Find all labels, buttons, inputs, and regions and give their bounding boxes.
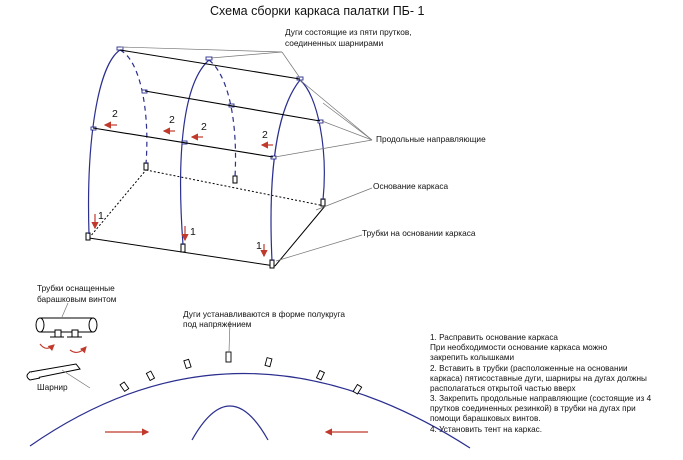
semicircle-arc bbox=[29, 372, 471, 449]
marker-1-first: 1 bbox=[98, 210, 104, 222]
step-line: каркаса) пятисоставные дуги, шарниры на … bbox=[430, 373, 647, 383]
base-label: Основание каркаса bbox=[373, 181, 449, 191]
step-line: 1. Расправить основание каркаса bbox=[430, 333, 558, 342]
marker-1-second: 1 bbox=[190, 226, 196, 238]
semicircle-label-line1: Дуги устанавливаются в форме полукруга bbox=[183, 309, 346, 319]
step-line: помощи барашковых винтов. bbox=[430, 414, 541, 424]
step-line: прутков соединенных резинкой) в трубки н… bbox=[430, 404, 636, 414]
step-line: располагаться открытой частью вверх bbox=[430, 383, 576, 393]
marker-2-third: 2 bbox=[201, 121, 207, 133]
base-tubes bbox=[85, 162, 326, 269]
marker-2-second: 2 bbox=[169, 114, 175, 126]
pointer-lines bbox=[120, 46, 373, 262]
semicircle-label-line2: под напряжением bbox=[183, 319, 252, 329]
rails bbox=[92, 49, 321, 158]
base-frame bbox=[88, 169, 326, 267]
marker-2-fourth: 2 bbox=[262, 129, 268, 141]
marker-1-third: 1 bbox=[256, 240, 262, 252]
assembly-steps: 1. Расправить основание каркаса При необ… bbox=[430, 333, 680, 435]
tube-with-wing-screw bbox=[35, 317, 98, 338]
semicircle-hinges bbox=[119, 351, 363, 395]
marker-2-first: 2 bbox=[112, 108, 118, 120]
base-tubes-label: Трубки на основании каркаса bbox=[362, 228, 476, 238]
hinge-drawing bbox=[26, 363, 81, 381]
arcs bbox=[87, 49, 325, 262]
arcs-label-line2: соединенных шарнирами bbox=[285, 38, 384, 48]
pointer-lines-lower bbox=[61, 302, 231, 389]
rails-label: Продольные направляющие bbox=[376, 134, 486, 144]
arcs-label-line1: Дуги состоящие из пяти прутков, bbox=[285, 27, 412, 37]
rotation-arrows bbox=[39, 343, 87, 354]
step-line: 4. Установить тент на каркас. bbox=[430, 424, 543, 434]
step-line: 2. Вставить в трубки (расположенные на о… bbox=[430, 363, 628, 373]
red-arrows bbox=[91, 121, 273, 258]
diagram-title: Схема сборки каркаса палатки ПБ- 1 bbox=[210, 4, 425, 18]
tubes-label-line2: барашковым винтом bbox=[37, 294, 117, 304]
step-line: При необходимости основание каркаса можн… bbox=[430, 343, 608, 353]
hinge-label: Шарнир bbox=[37, 382, 68, 392]
tubes-label-line1: Трубки оснащенные bbox=[37, 283, 115, 293]
step-line: закрепить колышками bbox=[430, 353, 515, 363]
step-line: 3. Закрепить продольные направляющие (со… bbox=[430, 394, 652, 404]
